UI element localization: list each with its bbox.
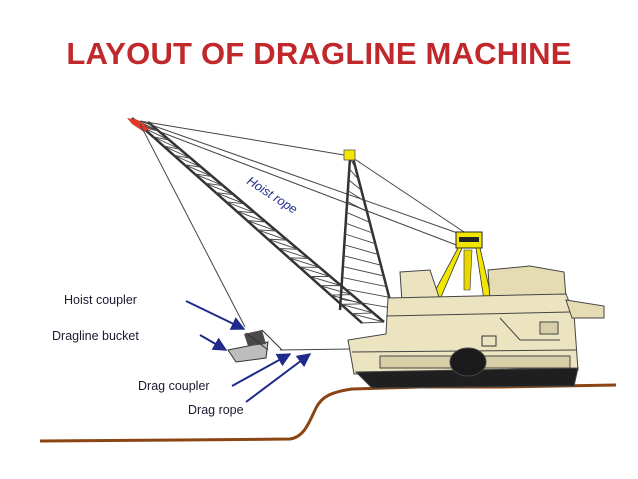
machine-body bbox=[347, 265, 605, 389]
ropes bbox=[139, 120, 471, 351]
label-hoist-coupler: Hoist coupler bbox=[64, 293, 137, 307]
arrow-drag-rope bbox=[245, 353, 312, 403]
label-drag-rope: Drag rope bbox=[188, 403, 244, 417]
dragline-bucket-shape bbox=[227, 329, 283, 363]
arrow-dragline-bucket bbox=[199, 334, 228, 351]
label-dragline-bucket: Dragline bucket bbox=[52, 329, 139, 343]
label-arrows bbox=[185, 300, 312, 403]
arrow-drag-coupler bbox=[231, 353, 292, 387]
slide-title: LAYOUT OF DRAGLINE MACHINE bbox=[66, 36, 572, 71]
arrow-hoist-coupler bbox=[185, 300, 246, 330]
ground-line bbox=[39, 383, 617, 443]
mast bbox=[338, 149, 394, 311]
boom-tip bbox=[127, 118, 150, 132]
mast-head bbox=[343, 149, 356, 161]
label-drag-coupler: Drag coupler bbox=[138, 379, 210, 393]
tub-hatch bbox=[449, 347, 487, 377]
